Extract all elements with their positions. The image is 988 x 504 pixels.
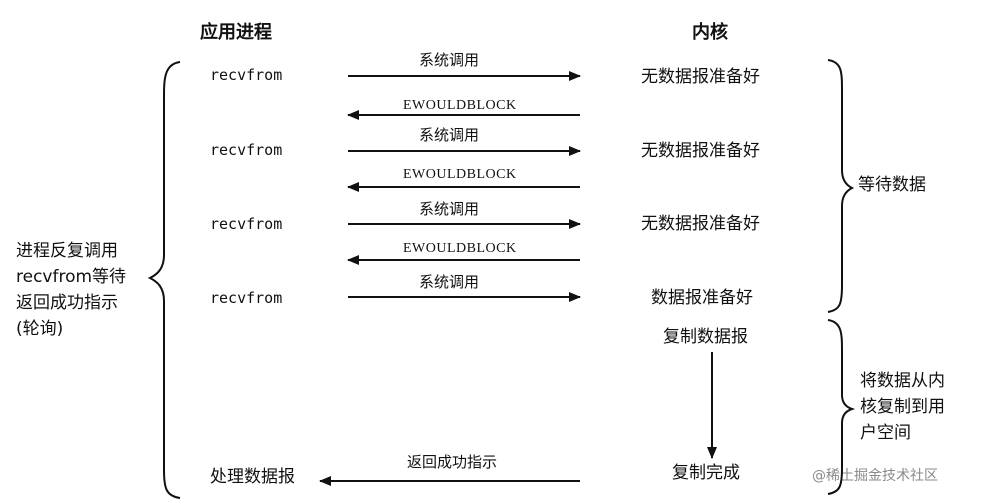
- recvfrom-call-3: recvfrom: [210, 215, 283, 233]
- right-brace-wait: [827, 59, 855, 313]
- syscall-label-3: 系统调用: [419, 200, 480, 218]
- copy-datagram-label: 复制数据报: [663, 327, 748, 347]
- left-note-line-3: 返回成功指示: [16, 293, 118, 313]
- left-note-line-2: recvfrom等待: [16, 267, 127, 287]
- left-polling-note: 进程反复调用 recvfrom等待 返回成功指示 (轮询): [16, 238, 156, 342]
- left-note-line-4: (轮询): [16, 319, 64, 339]
- copy-data-note: 将数据从内 核复制到用 户空间: [860, 368, 980, 446]
- kernel-state-3: 无数据报准备好: [641, 214, 760, 234]
- ewouldblock-label-1: EWOULDBLOCK: [403, 98, 517, 113]
- copy-note-line-3: 户空间: [860, 423, 911, 443]
- kernel-state-4: 数据报准备好: [651, 288, 753, 308]
- recvfrom-call-2: recvfrom: [210, 141, 283, 159]
- recvfrom-call-1: recvfrom: [210, 66, 283, 84]
- watermark-text: @稀土掘金技术社区: [812, 468, 938, 484]
- kernel-state-2: 无数据报准备好: [641, 141, 760, 161]
- app-process-header: 应用进程: [200, 22, 272, 43]
- process-datagram-label: 处理数据报: [210, 467, 295, 487]
- left-brace: [147, 61, 181, 499]
- syscall-label-2: 系统调用: [419, 126, 480, 144]
- copy-complete-label: 复制完成: [672, 463, 740, 483]
- right-brace-copy: [827, 319, 856, 495]
- copy-note-line-2: 核复制到用: [860, 397, 945, 417]
- recvfrom-call-4: recvfrom: [210, 289, 283, 307]
- return-success-label: 返回成功指示: [407, 453, 498, 471]
- left-note-line-1: 进程反复调用: [16, 241, 118, 261]
- ewouldblock-label-2: EWOULDBLOCK: [403, 167, 517, 182]
- kernel-header: 内核: [692, 22, 728, 43]
- ewouldblock-label-3: EWOULDBLOCK: [403, 241, 517, 256]
- kernel-state-1: 无数据报准备好: [641, 67, 760, 87]
- syscall-label-1: 系统调用: [419, 51, 480, 69]
- wait-data-note: 等待数据: [858, 175, 926, 195]
- copy-note-line-1: 将数据从内: [860, 371, 945, 391]
- syscall-label-4: 系统调用: [419, 273, 480, 291]
